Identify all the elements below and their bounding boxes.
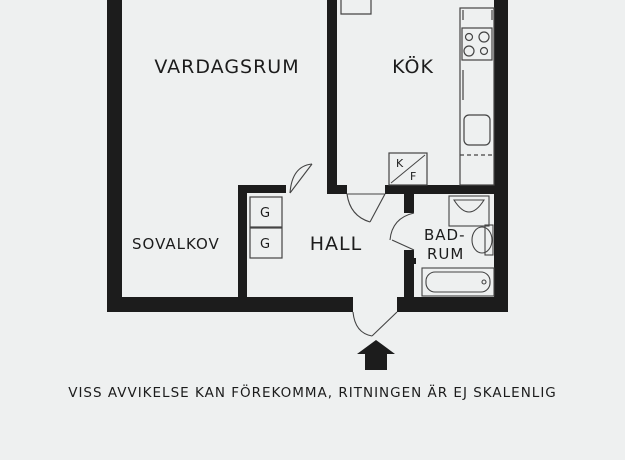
kf-box: K F bbox=[388, 152, 428, 186]
kf-label-k: K bbox=[396, 157, 404, 170]
washbasin-bowl bbox=[453, 199, 485, 213]
closet-label-top: G bbox=[260, 206, 270, 221]
closets: G G bbox=[249, 196, 283, 259]
wall-alcove-top bbox=[238, 185, 286, 193]
disclaimer-text: VISS AVVIKELSE KAN FÖREKOMMA, RITNINGEN … bbox=[68, 385, 557, 401]
washbasin bbox=[448, 195, 490, 227]
wall-bottom-left bbox=[107, 297, 353, 312]
wall-bathroom-stub bbox=[404, 258, 416, 264]
door-leaf bbox=[369, 193, 386, 223]
counter-outline bbox=[459, 7, 495, 186]
door-arc bbox=[346, 193, 371, 223]
entrance-arrow-icon bbox=[357, 340, 395, 370]
door-leaf bbox=[289, 163, 313, 194]
wall-hall-top-stub bbox=[327, 185, 347, 194]
toilet-bowl bbox=[471, 226, 493, 254]
kf-diagonal bbox=[390, 154, 426, 184]
doors bbox=[289, 163, 415, 337]
door-leaf bbox=[391, 239, 415, 251]
stove-burner bbox=[478, 31, 490, 43]
kf-outline bbox=[388, 152, 428, 186]
kitchen-top-box bbox=[340, 0, 372, 15]
wall-bathroom-top bbox=[404, 185, 414, 213]
kitchen-sink bbox=[463, 114, 491, 146]
closet-label-bottom: G bbox=[260, 237, 270, 252]
wall-right bbox=[494, 0, 508, 312]
toilet-tank bbox=[484, 224, 494, 256]
bathtub bbox=[421, 267, 495, 297]
kitchen-counter bbox=[459, 7, 495, 186]
wall-kitchen-divider bbox=[327, 0, 337, 193]
kf-label-f: F bbox=[410, 170, 416, 183]
stove-burner bbox=[464, 32, 474, 42]
door-arc bbox=[352, 311, 373, 337]
bathtub-drain bbox=[481, 279, 487, 285]
closet-top bbox=[249, 196, 283, 228]
door-leaf bbox=[371, 311, 398, 337]
room-label-badrum-line2: RUM bbox=[427, 245, 464, 263]
room-label-badrum-line1: BAD- bbox=[424, 226, 466, 244]
bathroom-fixtures bbox=[421, 195, 495, 297]
door-arc bbox=[389, 212, 415, 241]
wall-bottom-right bbox=[397, 297, 508, 312]
wall-alcove-side bbox=[238, 185, 247, 312]
room-label-kok: KÖK bbox=[392, 55, 434, 78]
wall-bathroom bbox=[404, 250, 414, 312]
room-label-vardagsrum: VARDAGSRUM bbox=[154, 56, 299, 78]
walls bbox=[107, 0, 508, 312]
stove-burner bbox=[479, 46, 489, 56]
room-label-hall: HALL bbox=[310, 233, 362, 255]
door-arc bbox=[289, 163, 313, 194]
stove-burner bbox=[463, 45, 475, 57]
bathtub-inner bbox=[425, 271, 491, 293]
closet-bottom bbox=[249, 227, 283, 259]
wall-hall-top bbox=[385, 185, 508, 194]
wall-left bbox=[107, 0, 122, 312]
room-label-sovalkov: SOVALKOV bbox=[132, 235, 220, 253]
stove bbox=[461, 27, 493, 61]
